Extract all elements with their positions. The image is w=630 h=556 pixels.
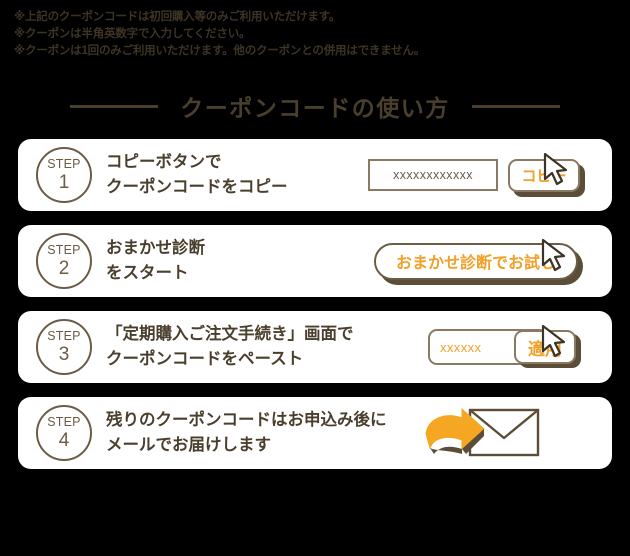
step-description-2: おまかせ診断 をスタート [106, 236, 205, 286]
step-card-4: STEP 4 残りのクーポンコードはお申込み後に メールでお届けします [18, 397, 612, 469]
coupon-code-field[interactable]: xxxxxxxxxxxx [368, 159, 498, 191]
step-badge-2: STEP 2 [36, 233, 92, 289]
step-line-1: 残りのクーポンコードはお申込み後に [106, 411, 387, 429]
step-card-3: STEP 3 「定期購入ご注文手続き」画面で クーポンコードをペースト xxxx… [18, 311, 612, 383]
notice-line-2: ※クーポンは半角英数字で入力してください。 [14, 28, 251, 40]
step-description-3: 「定期購入ご注文手続き」画面で クーポンコードをペースト [106, 322, 354, 372]
notice-line-3: ※クーポンは1回のみご利用いただけます。他のクーポンとの併用はできません。 [14, 45, 426, 57]
step-visual-3: xxxxxx 適用 [428, 311, 612, 383]
step-badge-number: 4 [58, 429, 70, 451]
step-badge-number: 1 [58, 171, 70, 193]
step-badge-word: STEP [47, 329, 81, 344]
step-visual-1: xxxxxxxxxxxx コピー [368, 139, 612, 211]
diagnosis-trial-button[interactable]: おまかせ診断でお試し [373, 242, 578, 280]
step-badge-number: 3 [58, 343, 70, 365]
notice-block: ※上記のクーポンコードは初回購入等のみご利用いただけます。 ※クーポンは半角英数… [0, 0, 630, 60]
step-card-2: STEP 2 おまかせ診断 をスタート おまかせ診断でお試し [18, 225, 612, 297]
step-badge-number: 2 [58, 257, 70, 279]
step-badge-1: STEP 1 [36, 147, 92, 203]
step-badge-4: STEP 4 [36, 405, 92, 461]
step-line-2: クーポンコードをペースト [106, 350, 304, 368]
step-line-1: おまかせ診断 [106, 239, 205, 257]
steps-list: STEP 1 コピーボタンで クーポンコードをコピー xxxxxxxxxxxx … [0, 139, 630, 469]
step-visual-2: おまかせ診断でお試し [373, 225, 612, 297]
step-line-2: メールでお届けします [106, 436, 271, 454]
step-description-1: コピーボタンで クーポンコードをコピー [106, 150, 288, 200]
diagnosis-button-group: おまかせ診断でお試し [373, 238, 583, 285]
arrow-icon [425, 407, 485, 454]
title-rule-right [471, 104, 560, 108]
mouse-cursor-icon [541, 324, 566, 358]
step-badge-3: STEP 3 [36, 319, 92, 375]
section-title: クーポンコードの使い方 [0, 89, 630, 123]
mouse-cursor-icon [543, 152, 568, 185]
step-badge-word: STEP [47, 243, 81, 258]
step-line-2: をスタート [106, 264, 189, 282]
mouse-cursor-icon [541, 238, 566, 271]
copy-button-group: コピー [508, 152, 585, 197]
step-badge-word: STEP [47, 157, 81, 172]
step-badge-word: STEP [47, 415, 81, 430]
apply-button-group: 適用 [514, 324, 581, 368]
step-line-2: クーポンコードをコピー [106, 178, 288, 196]
step-card-1: STEP 1 コピーボタンで クーポンコードをコピー xxxxxxxxxxxx … [18, 139, 612, 211]
title-rule-left [70, 104, 159, 108]
step-line-1: 「定期購入ご注文手続き」画面で [106, 325, 354, 343]
step-description-4: 残りのクーポンコードはお申込み後に メールでお届けします [106, 408, 387, 458]
envelope-with-arrow-icon [422, 404, 542, 462]
notice-line-1: ※上記のクーポンコードは初回購入等のみご利用いただけます。 [14, 11, 341, 23]
page-title: クーポンコードの使い方 [180, 95, 450, 121]
step-visual-4 [422, 397, 612, 469]
paste-group: xxxxxx 適用 [428, 324, 581, 368]
step-line-1: コピーボタンで [106, 153, 222, 171]
